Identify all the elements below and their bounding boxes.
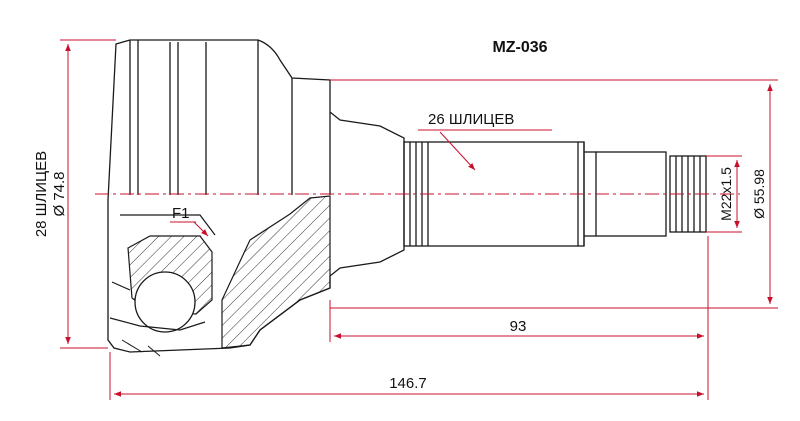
section-view — [109, 195, 331, 357]
ball — [134, 271, 196, 333]
section-mark-leader — [193, 221, 209, 237]
inner-splines-label: 26 ШЛИЦЕВ — [428, 111, 514, 128]
hatched-housing-section — [221, 195, 331, 349]
part-number: MZ-036 — [492, 39, 547, 56]
total-length-label: 146.7 — [389, 375, 427, 392]
dimensions — [60, 39, 778, 400]
shaft-length-label: 93 — [510, 318, 527, 335]
shaft-diameter-label: Ø 55.98 — [751, 169, 767, 219]
section-mark-label: F1 — [172, 205, 190, 222]
outer-diameter-label: Ø 74.8 — [51, 171, 68, 216]
thread-label: M22x1.5 — [718, 167, 734, 221]
outer-splines-label: 28 ШЛИЦЕВ — [33, 151, 50, 237]
inner-splines-leader — [439, 131, 476, 171]
